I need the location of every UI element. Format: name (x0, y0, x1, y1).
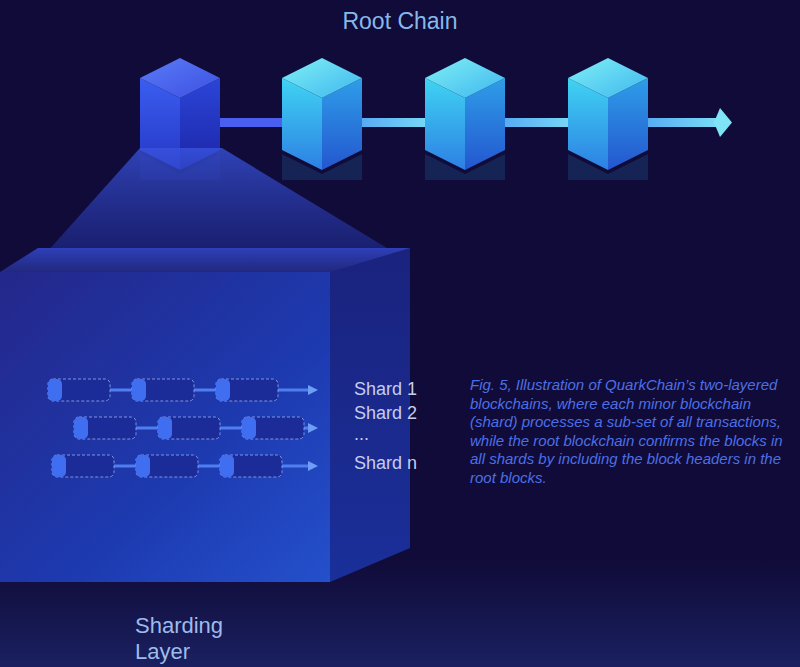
arrow-head (308, 385, 318, 395)
shard-block (48, 379, 62, 401)
shard-label: Shard 1 (354, 379, 417, 400)
shard-block (136, 455, 150, 477)
figure-caption: Fig. 5, Illustration of QuarkChain’s two… (470, 376, 795, 488)
layer-heading: Sharding Layer (135, 613, 260, 665)
arrow-head (308, 461, 318, 471)
shard-block (132, 379, 146, 401)
shard-block (242, 417, 304, 439)
shard-block (132, 379, 194, 401)
shard-block (158, 417, 172, 439)
cube-reflection (425, 154, 505, 180)
shard-block (74, 417, 88, 439)
sharding-layer-cube: Sharding Layer (0, 248, 410, 582)
arrow-head (308, 423, 318, 433)
shard-block (74, 417, 136, 439)
arrow-head (714, 108, 732, 137)
shard-block (216, 379, 230, 401)
cube-reflection (282, 154, 362, 180)
block-cube (568, 58, 648, 98)
diagram-title: Root Chain (0, 8, 800, 35)
shard-block (220, 455, 234, 477)
shard-block (52, 455, 66, 477)
shard-block (220, 455, 282, 477)
shard-label: ... (354, 424, 369, 445)
shard-block (52, 455, 114, 477)
cube-reflection (568, 154, 648, 180)
shard-block (216, 379, 278, 401)
shard-block (158, 417, 220, 439)
shard-block (48, 379, 110, 401)
block-cube (282, 58, 362, 98)
shard-label: Shard n (354, 453, 417, 474)
block-cube (425, 58, 505, 98)
shard-block (242, 417, 256, 439)
shard-label: Shard 2 (354, 403, 417, 424)
shard-block (136, 455, 198, 477)
block-cube (140, 58, 220, 98)
